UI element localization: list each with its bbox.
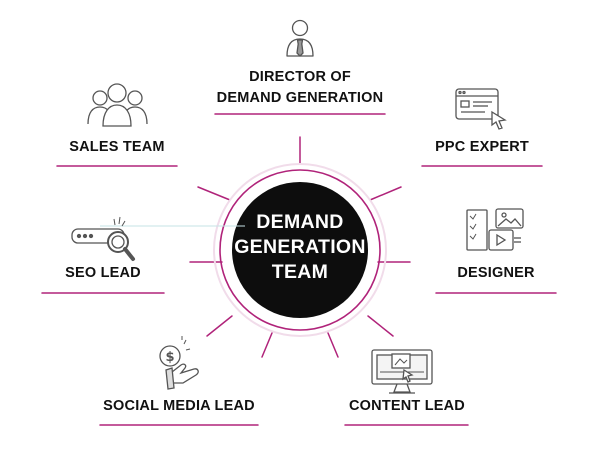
spoke-upper-right	[369, 186, 402, 201]
content-lead-label: CONTENT LEAD	[349, 398, 465, 414]
ppc-expert-label: PPC EXPERT	[435, 139, 529, 155]
director-label-line-2: DEMAND GENERATION	[216, 90, 384, 106]
spoke-lower-left-inner	[261, 332, 273, 358]
spoke-lower-left-outer	[206, 315, 233, 337]
center-title-line-1: DEMAND	[256, 211, 344, 233]
social-media-lead-label: SOCIAL MEDIA LEAD	[103, 398, 255, 414]
group-people-icon	[87, 83, 148, 127]
magnifier-search-icon	[71, 216, 135, 261]
seo-lead-label: SEO LEAD	[65, 265, 141, 281]
designer-label: DESIGNER	[457, 265, 535, 281]
center-title: DEMAND GENERATION TEAM	[225, 210, 375, 285]
person-with-tie-icon	[286, 19, 314, 57]
hand-dollar-coin-icon: $	[159, 336, 199, 390]
director-label-line-1: DIRECTOR OF	[249, 69, 351, 85]
spoke-lower-right-inner	[327, 332, 339, 358]
design-layout-icon	[466, 208, 524, 251]
center-title-line-2: GENERATION	[234, 236, 366, 258]
outer-ring	[213, 163, 387, 337]
spoke-upper-left	[197, 186, 231, 201]
center-circle	[232, 182, 368, 318]
monitor-content-icon	[371, 349, 433, 394]
sales-team-label: SALES TEAM	[69, 139, 165, 155]
director-label: DIRECTOR OF DEMAND GENERATION	[200, 67, 400, 109]
browser-cursor-icon	[455, 88, 507, 130]
spokes	[189, 136, 411, 358]
underlines	[41, 113, 557, 426]
svg-text:$: $	[165, 350, 174, 365]
center-title-line-3: TEAM	[271, 261, 329, 283]
inner-ring	[219, 169, 381, 331]
spoke-lower-right-outer	[367, 315, 394, 337]
